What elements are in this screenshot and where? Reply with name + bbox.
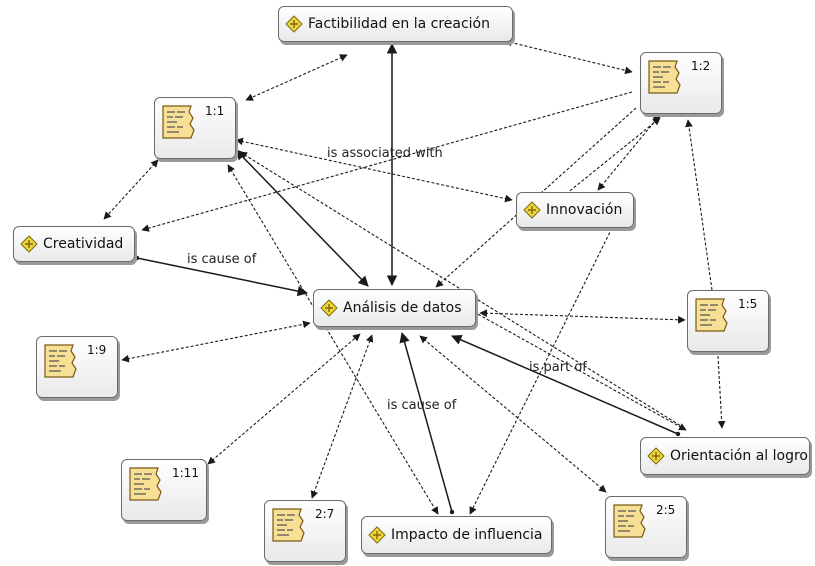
quote-label: 1:2	[691, 59, 711, 73]
edge-q25-analisis	[419, 335, 607, 493]
concept-label: Creatividad	[43, 236, 124, 252]
quote-label: 2:7	[315, 507, 335, 521]
quotation-document-icon	[44, 344, 77, 378]
quote-label: 1:1	[205, 104, 225, 118]
node-quote-1-2[interactable]: 1:2	[640, 52, 722, 114]
quote-label: 1:11	[172, 466, 199, 480]
concept-label: Innovación	[546, 202, 623, 218]
node-quote-2-5[interactable]: 2:5	[605, 496, 687, 558]
edge-q27-analisis	[310, 334, 374, 499]
edge-q11-impacto	[227, 164, 439, 515]
edge-innovacion-q12-b	[597, 114, 661, 191]
relation-anchor-dot	[675, 431, 681, 437]
node-analisis[interactable]: Análisis de datos	[313, 289, 476, 327]
concept-icon	[523, 201, 541, 219]
node-quote-2-7[interactable]: 2:7	[264, 500, 346, 562]
node-quote-1-9[interactable]: 1:9	[36, 336, 118, 398]
quote-label: 1:5	[738, 297, 758, 311]
edge-impacto-analisis	[399, 331, 453, 513]
quote-label: 2:5	[656, 503, 676, 517]
relation-anchor-dot	[449, 509, 455, 515]
edge-factibilidad-q12	[504, 38, 633, 75]
relation-label-cause-2: is cause of	[387, 398, 457, 413]
node-innovacion[interactable]: Innovación	[516, 192, 634, 228]
edge-q11-creatividad	[103, 159, 159, 220]
quote-label: 1:9	[87, 343, 107, 357]
concept-label: Orientación al logro	[670, 448, 808, 464]
node-factibilidad[interactable]: Factibilidad en la creación	[278, 6, 513, 42]
concept-label: Impacto de influencia	[391, 527, 543, 543]
concept-label: Factibilidad en la creación	[308, 16, 490, 32]
node-quote-1-11[interactable]: 1:11	[121, 459, 207, 521]
quotation-document-icon	[129, 467, 162, 501]
concept-icon	[368, 526, 386, 544]
edge-analisis-q15	[479, 309, 686, 324]
concept-icon	[20, 235, 38, 253]
concept-icon	[285, 15, 303, 33]
quotation-document-icon	[695, 298, 728, 332]
relation-anchor-dot	[134, 255, 140, 261]
quotation-document-icon	[613, 504, 646, 538]
concept-icon	[320, 299, 338, 317]
edge-innovacion-q12	[565, 117, 661, 195]
network-edges	[103, 38, 726, 515]
node-impacto[interactable]: Impacto de influencia	[361, 516, 552, 554]
edge-factibilidad-q11	[245, 54, 348, 101]
relation-label-cause-1: is cause of	[187, 252, 257, 267]
edge-q111-analisis	[207, 333, 361, 465]
quotation-document-icon	[648, 60, 681, 94]
edge-q19-analisis	[121, 320, 311, 363]
edge-q15-orientacion	[717, 355, 726, 429]
quotation-document-icon	[272, 508, 305, 542]
relation-label-associated: is associated with	[327, 146, 443, 161]
node-orientacion[interactable]: Orientación al logro	[640, 437, 810, 475]
concept-icon	[647, 447, 665, 465]
node-quote-1-1[interactable]: 1:1	[154, 97, 236, 159]
node-quote-1-5[interactable]: 1:5	[687, 290, 769, 352]
quotation-document-icon	[162, 105, 195, 139]
concept-label: Análisis de datos	[343, 300, 462, 316]
edge-orientacion-analisis	[451, 334, 679, 435]
node-creatividad[interactable]: Creatividad	[13, 226, 135, 262]
relation-label-part: is part of	[529, 360, 587, 375]
edge-q15-q12	[685, 119, 713, 291]
